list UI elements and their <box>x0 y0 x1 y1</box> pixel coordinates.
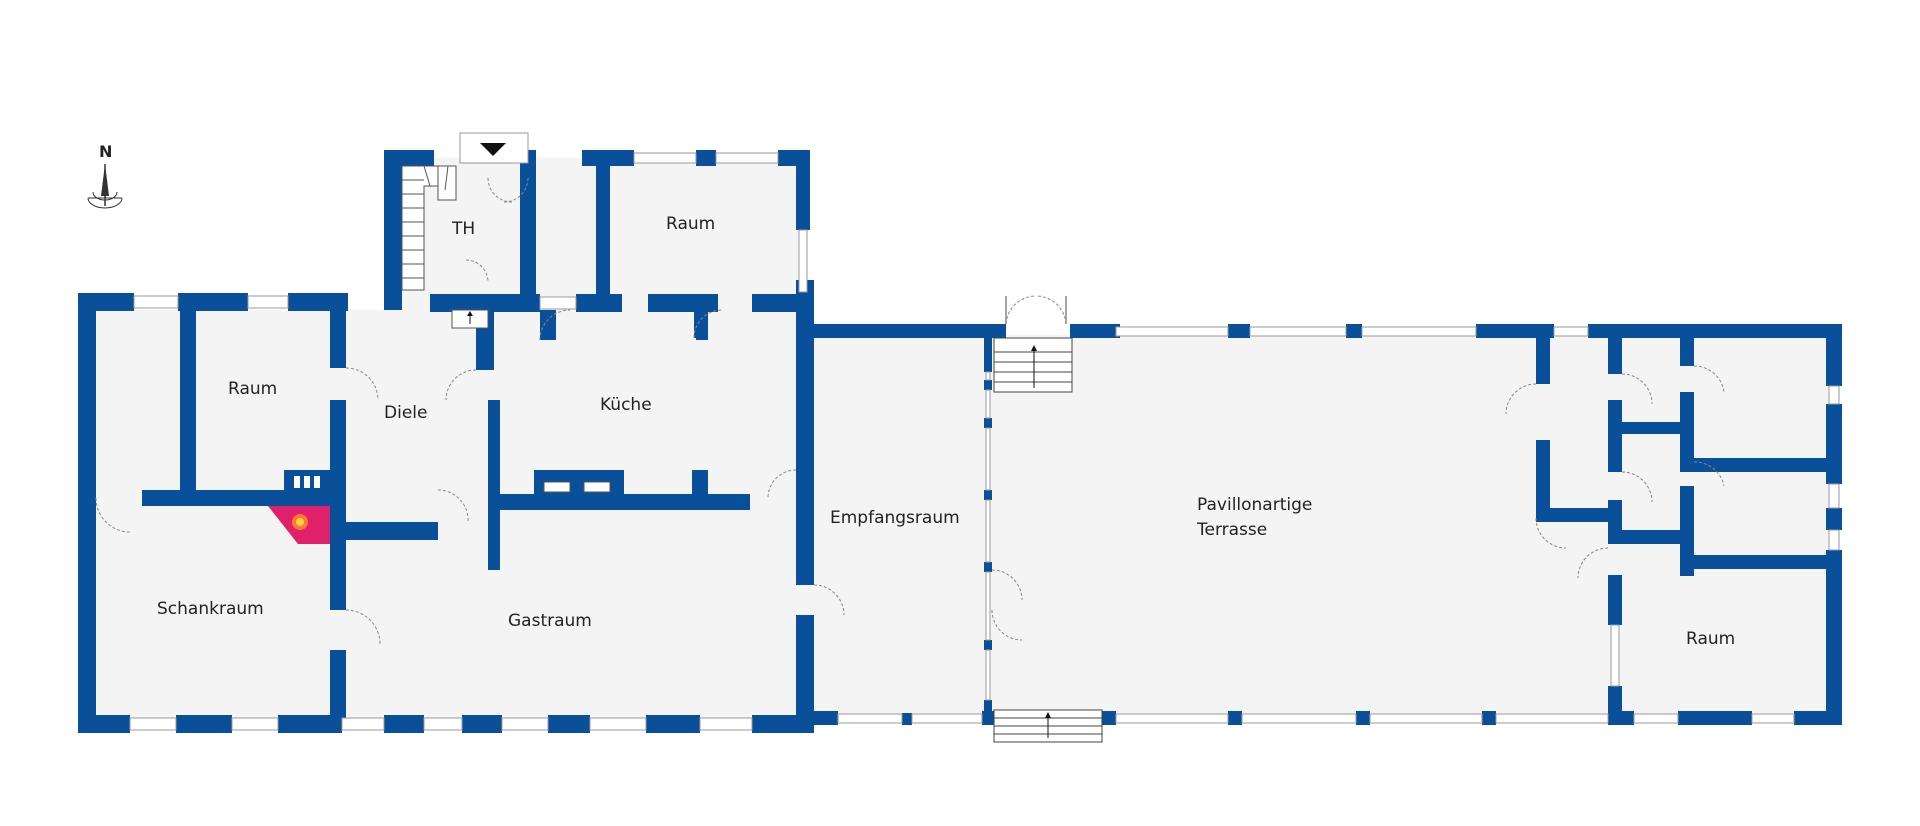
up-arrow-icon <box>1045 712 1051 718</box>
entrance-arrow-icon <box>480 143 506 156</box>
step-th <box>451 309 489 329</box>
floor-areas <box>80 158 1835 720</box>
staircase <box>401 165 457 291</box>
room-label-schankraum: Schankraum <box>157 599 264 619</box>
up-arrow-icon <box>1031 345 1037 351</box>
room-label-th: TH <box>451 219 475 239</box>
room-label-kueche: Küche <box>600 395 652 415</box>
room-label-diele: Diele <box>384 403 427 423</box>
room-label-terrasse: Terrasse <box>1196 520 1267 540</box>
terrace-door-north <box>1005 295 1067 325</box>
entrance-canopy <box>459 132 529 164</box>
kitchen-counter <box>543 481 611 493</box>
room-label-pavillon: Pavillonartige <box>1197 495 1312 515</box>
walls <box>78 150 1842 733</box>
door-swings <box>95 177 1725 645</box>
room-label-raum-north: Raum <box>666 214 715 234</box>
compass-label: N <box>99 142 112 161</box>
fireplace <box>268 470 330 544</box>
room-label-gastraum: Gastraum <box>508 611 592 631</box>
windows <box>129 152 1840 731</box>
room-label-raum-east: Raum <box>1686 629 1735 649</box>
north-arrow-icon: N <box>87 142 123 209</box>
room-label-empfangsraum: Empfangsraum <box>830 508 960 528</box>
step-arrow-icon <box>467 311 473 316</box>
room-label-raum-west: Raum <box>228 379 277 399</box>
terrace-steps-north <box>993 337 1073 393</box>
room-labels: TH Raum Raum Diele Küche Empfangsraum Pa… <box>157 214 1735 649</box>
